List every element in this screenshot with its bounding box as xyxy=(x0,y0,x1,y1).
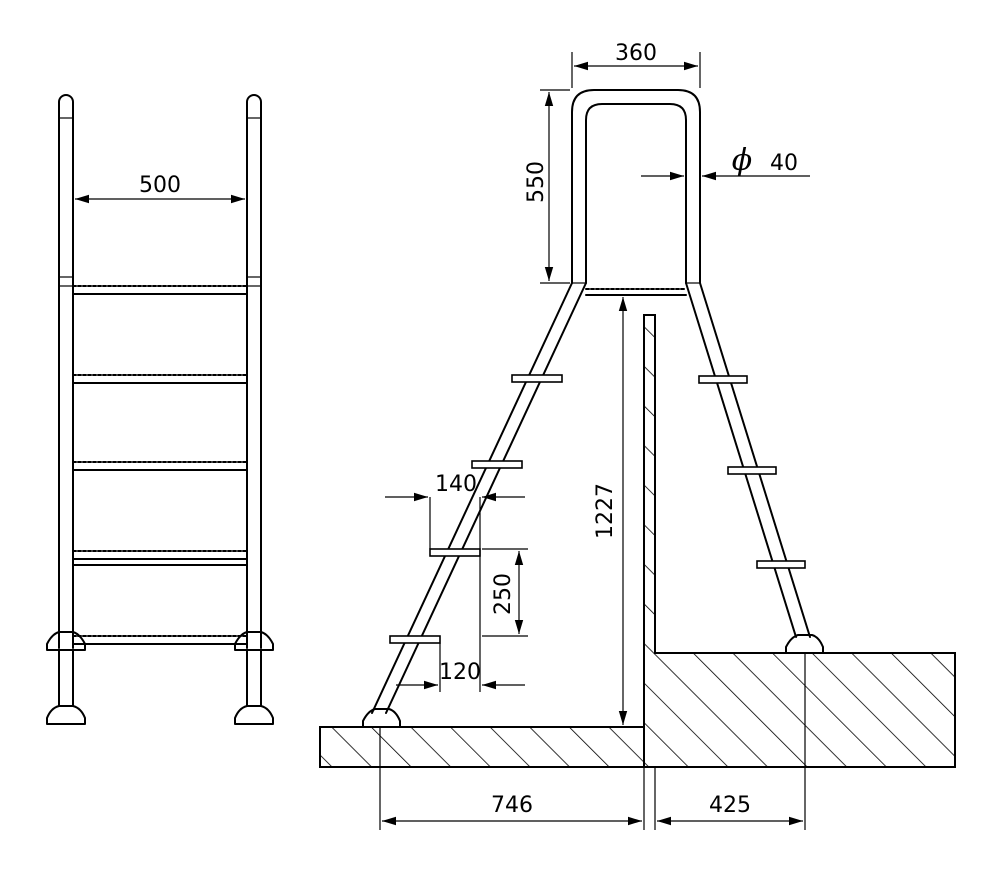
step-depth-label: 140 xyxy=(435,472,477,497)
base-left-label: 746 xyxy=(491,793,533,818)
front-left-flange xyxy=(46,631,86,651)
handrail-inner xyxy=(585,103,687,284)
pool-floor xyxy=(319,726,645,768)
tube-diameter-symbol: ϕ xyxy=(732,143,752,178)
step-offset-label: 120 xyxy=(439,660,481,685)
handrail-outer xyxy=(571,89,701,284)
top-width-label: 360 xyxy=(615,41,657,66)
front-view-ladder: 500 xyxy=(46,94,274,725)
side-right-step-1 xyxy=(698,375,748,384)
pool-deck-and-wall xyxy=(643,314,956,768)
side-left-step-3 xyxy=(429,548,481,557)
front-step-5 xyxy=(72,635,248,645)
front-width-label: 500 xyxy=(139,173,181,198)
side-right-leg xyxy=(685,282,811,638)
side-right-step-2 xyxy=(727,466,777,475)
tube-diameter-label: 40 xyxy=(770,151,798,176)
front-step-2 xyxy=(72,374,248,384)
front-left-rail xyxy=(58,94,74,649)
front-step-3 xyxy=(72,461,248,471)
front-step-1 xyxy=(72,285,248,295)
side-left-step-4 xyxy=(389,635,441,644)
front-right-flange xyxy=(234,631,274,651)
front-step-4 xyxy=(72,550,248,566)
side-left-step-2 xyxy=(471,460,523,469)
front-right-rail xyxy=(246,94,262,649)
side-left-leg xyxy=(371,282,587,714)
side-right-foot xyxy=(785,634,824,654)
front-left-foot xyxy=(46,705,86,725)
side-left-foot xyxy=(362,708,401,728)
step-spacing-label: 250 xyxy=(491,573,516,615)
side-right-step-3 xyxy=(756,560,806,569)
top-height-label: 550 xyxy=(524,161,549,203)
front-right-foot xyxy=(234,705,274,725)
side-left-step-1 xyxy=(511,374,563,383)
side-view-ladder: 360 550 ϕ 40 1227 140 250 120 xyxy=(319,41,956,830)
total-height-label: 1227 xyxy=(593,483,618,539)
base-right-label: 425 xyxy=(709,793,751,818)
